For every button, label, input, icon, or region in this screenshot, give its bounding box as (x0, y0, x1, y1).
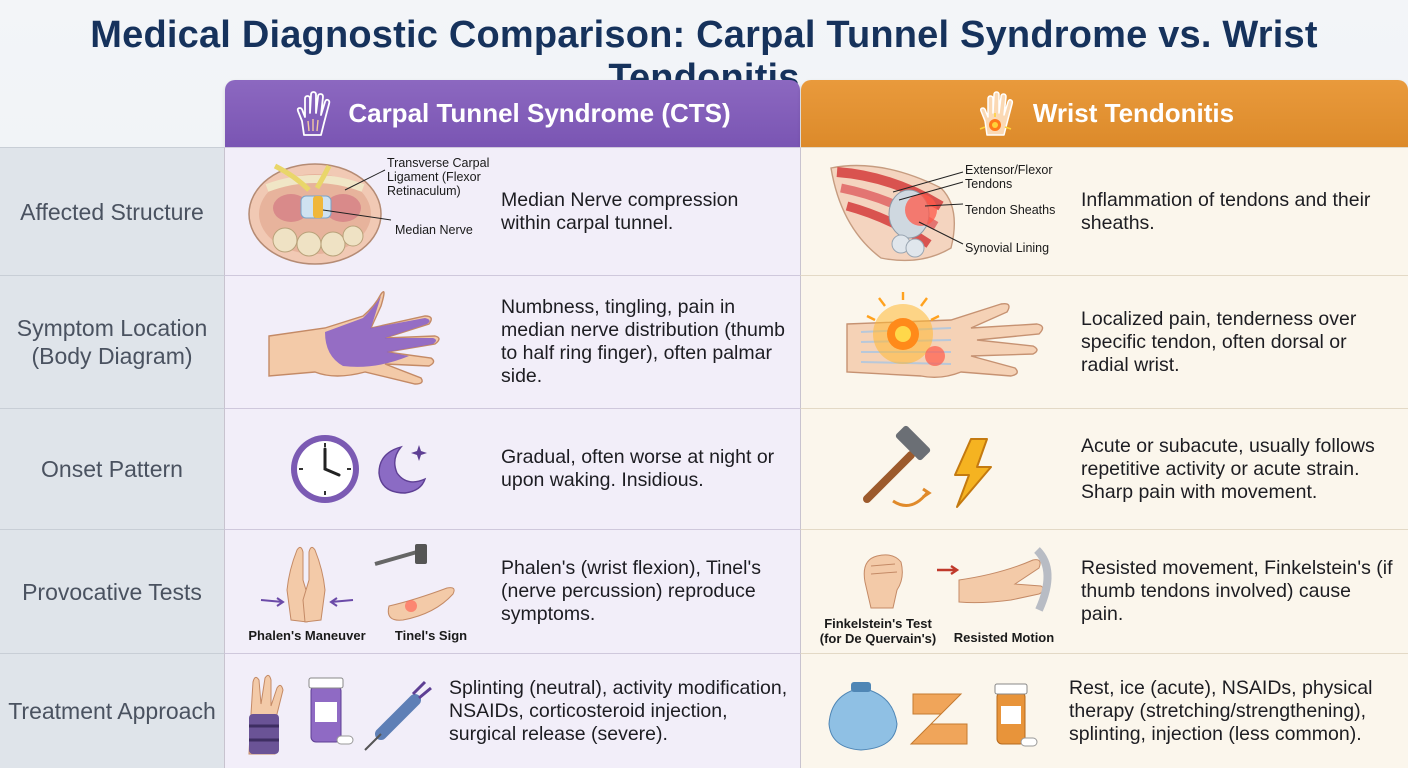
wt-provocative-tests-text: Resisted movement, Finkelstein's (if thu… (1081, 557, 1393, 625)
wrist-splint-icon (248, 674, 284, 755)
row-label-treatment-approach: Treatment Approach (0, 653, 224, 768)
wt-treatment-approach-cell: Rest, ice (acute), NSAIDs, physical ther… (800, 653, 1408, 768)
wt-onset-pattern-cell: Acute or subacute, usually follows repet… (800, 408, 1408, 529)
hand-median-nerve-area-icon (268, 291, 440, 385)
tendon-anatomy-icon (830, 164, 964, 262)
wt-affected-structure-cell: Extensor/Flexor Tendons Tendon Sheaths S… (800, 147, 1408, 275)
caption-finkelsteins-test: Finkelstein's Test (for De Quervain's) (819, 616, 937, 646)
pill-bottle-icon (994, 683, 1038, 747)
cts-treatment-approach-text: Splinting (neutral), activity modificati… (449, 676, 788, 745)
wt-onset-icons (801, 409, 1081, 529)
wt-treatment-approach-text: Rest, ice (acute), NSAIDs, physical ther… (1069, 676, 1373, 745)
cts-affected-structure-cell: Transverse Carpal Ligament (Flexor Retin… (224, 147, 800, 275)
tendon-sheath-illustration: Extensor/Flexor Tendons Tendon Sheaths S… (801, 148, 1081, 275)
cts-onset-pattern-text: Gradual, often worse at night or upon wa… (501, 446, 775, 491)
hammer-icon (863, 425, 932, 507)
bandage-icon (909, 693, 968, 745)
cts-symptom-location-cell: Numbness, tingling, pain in median nerve… (224, 275, 800, 408)
cts-treatment-icons (225, 654, 449, 768)
annotation-transverse-carpal-ligament: Transverse Carpal Ligament (Flexor Retin… (387, 156, 490, 198)
lightning-icon (954, 438, 992, 508)
carpal-tunnel-illustration: Transverse Carpal Ligament (Flexor Retin… (225, 148, 501, 275)
syringe-icon (364, 680, 432, 751)
annotation-median-nerve: Median Nerve (395, 223, 473, 237)
ice-pack-icon (828, 682, 898, 751)
annotation-tendon-sheaths: Tendon Sheaths (965, 203, 1056, 217)
wt-hand-diagram (801, 276, 1081, 408)
cts-provocative-tests-cell: Phalen's Maneuver Tinel's Sign Phalen's … (224, 529, 800, 653)
cts-test-illustrations: Phalen's Maneuver Tinel's Sign (225, 530, 501, 653)
wt-symptom-location-text: Localized pain, tenderness over specific… (1081, 307, 1357, 376)
wrist-pain-location-icon (846, 292, 1044, 379)
column-header-wt-label: Wrist Tendonitis (1032, 98, 1235, 128)
clock-icon (291, 435, 359, 503)
phalens-maneuver-icon (260, 546, 354, 623)
wt-treatment-icons (801, 654, 1069, 768)
hand-outline-icon (297, 90, 331, 136)
annotation-synovial-lining: Synovial Lining (965, 241, 1050, 255)
hand-pain-icon (979, 90, 1013, 136)
row-label-onset-pattern: Onset Pattern (0, 408, 224, 529)
pill-bottle-icon (308, 677, 354, 745)
wt-onset-pattern-text: Acute or subacute, usually follows repet… (1081, 434, 1375, 503)
row-label-affected-structure: Affected Structure (0, 147, 224, 275)
cts-hand-diagram (225, 276, 501, 408)
caption-phalens-maneuver: Phalen's Maneuver (248, 628, 366, 643)
wt-test-illustrations: Finkelstein's Test (for De Quervain's) R… (801, 530, 1081, 653)
wt-provocative-tests-cell: Finkelstein's Test (for De Quervain's) R… (800, 529, 1408, 653)
wt-symptom-location-cell: Localized pain, tenderness over specific… (800, 275, 1408, 408)
moon-icon (378, 445, 427, 494)
table-corner (0, 80, 224, 147)
cts-onset-icons (225, 409, 501, 529)
cts-onset-pattern-cell: Gradual, often worse at night or upon wa… (224, 408, 800, 529)
annotation-extensor-flexor-tendons: Extensor/Flexor Tendons (965, 163, 1053, 191)
cts-symptom-location-text: Numbness, tingling, pain in median nerve… (501, 296, 785, 387)
resisted-motion-icon (937, 547, 1052, 612)
column-header-wt: Wrist Tendonitis (801, 80, 1408, 147)
wt-affected-structure-text: Inflammation of tendons and their sheath… (1081, 188, 1371, 234)
cts-treatment-approach-cell: Splinting (neutral), activity modificati… (224, 653, 800, 768)
column-header-cts: Carpal Tunnel Syndrome (CTS) (225, 80, 800, 147)
cts-affected-structure-text: Median Nerve compression within carpal t… (501, 188, 739, 234)
carpal-tunnel-cross-section-icon (248, 163, 392, 265)
tinels-sign-icon (374, 544, 455, 621)
row-label-provocative-tests: Provocative Tests (0, 529, 224, 653)
comparison-table: Carpal Tunnel Syndrome (CTS) Wrist Tendo… (0, 80, 1408, 768)
finkelsteins-test-icon (863, 554, 903, 609)
caption-resisted-motion: Resisted Motion (953, 630, 1055, 645)
column-header-cts-label: Carpal Tunnel Syndrome (CTS) (348, 98, 731, 128)
row-label-symptom-location: Symptom Location (Body Diagram) (0, 275, 224, 408)
caption-tinels-sign: Tinel's Sign (394, 628, 468, 643)
page-title: Medical Diagnostic Comparison: Carpal Tu… (90, 14, 1318, 99)
cts-provocative-tests-text: Phalen's (wrist flexion), Tinel's (nerve… (501, 557, 761, 625)
